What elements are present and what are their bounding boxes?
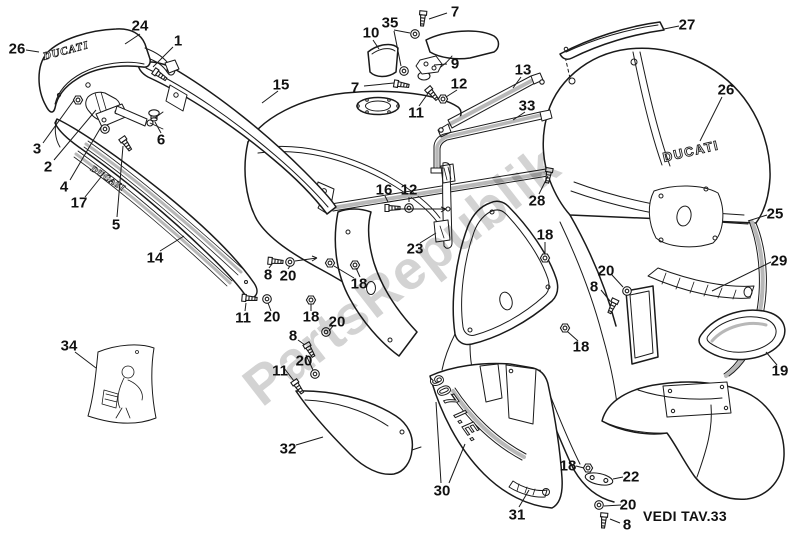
part-left-mirror bbox=[39, 29, 179, 112]
callout-13: 13 bbox=[514, 61, 532, 79]
callout-19: 19 bbox=[771, 362, 789, 380]
vedi-tav-note: VEDI TAV.33 bbox=[643, 508, 727, 524]
callout-12: 12 bbox=[400, 181, 418, 199]
callout-20: 20 bbox=[279, 267, 297, 285]
callout-10: 10 bbox=[362, 24, 380, 42]
callout-26: 26 bbox=[717, 81, 735, 99]
part-bracket-9 bbox=[416, 56, 442, 74]
part-upper-panel-15 bbox=[138, 62, 336, 214]
part-trim-19 bbox=[699, 310, 785, 359]
callout-18: 18 bbox=[302, 308, 320, 326]
part-bracket-22 bbox=[584, 471, 614, 488]
callout-11: 11 bbox=[235, 309, 251, 327]
part-bracket-23 bbox=[434, 220, 450, 242]
callout-18: 18 bbox=[572, 338, 590, 356]
callout-20: 20 bbox=[597, 262, 615, 280]
callout-34: 34 bbox=[60, 337, 78, 355]
callout-7: 7 bbox=[450, 3, 460, 21]
callout-16: 16 bbox=[375, 181, 393, 199]
callout-18: 18 bbox=[350, 275, 368, 293]
callout-20: 20 bbox=[295, 352, 313, 370]
callout-29: 29 bbox=[770, 252, 788, 270]
callout-20: 20 bbox=[328, 313, 346, 331]
callout-2: 2 bbox=[43, 158, 53, 176]
callout-18: 18 bbox=[536, 226, 554, 244]
callout-4: 4 bbox=[59, 178, 69, 196]
callout-12: 12 bbox=[450, 75, 468, 93]
callout-11: 11 bbox=[408, 104, 424, 122]
callout-14: 14 bbox=[146, 249, 164, 267]
callout-8: 8 bbox=[589, 278, 599, 296]
part-right-mirror-10 bbox=[368, 31, 499, 80]
part-lower-cowl bbox=[430, 364, 562, 509]
callout-8: 8 bbox=[263, 266, 273, 284]
fastener-set bbox=[72, 10, 632, 529]
part-sticker-34 bbox=[88, 345, 156, 423]
callout-27: 27 bbox=[678, 16, 696, 34]
callout-23: 23 bbox=[406, 240, 424, 258]
callout-24: 24 bbox=[131, 17, 149, 35]
callout-30: 30 bbox=[433, 482, 451, 500]
part-panel-32 bbox=[296, 391, 421, 474]
callout-20: 20 bbox=[263, 308, 281, 326]
part-front-fender bbox=[602, 382, 784, 499]
callout-25: 25 bbox=[766, 205, 784, 223]
part-windscreen bbox=[560, 22, 664, 59]
callout-35: 35 bbox=[381, 14, 399, 32]
callout-1: 1 bbox=[173, 32, 183, 50]
leader-lines bbox=[26, 13, 777, 523]
callout-20: 20 bbox=[619, 496, 637, 514]
callout-5: 5 bbox=[111, 216, 121, 234]
callout-3: 3 bbox=[32, 140, 42, 158]
callout-32: 32 bbox=[279, 440, 297, 458]
callout-31: 31 bbox=[508, 506, 526, 524]
part-air-duct bbox=[560, 215, 658, 414]
part-mirror-clamp bbox=[86, 92, 163, 129]
part-inner-panel-left bbox=[335, 209, 417, 356]
callout-8: 8 bbox=[622, 516, 632, 534]
callout-18: 18 bbox=[559, 457, 577, 475]
callout-33: 33 bbox=[518, 97, 536, 115]
callout-17: 17 bbox=[70, 194, 88, 212]
callout-6: 6 bbox=[156, 131, 166, 149]
part-stay-bar-13 bbox=[438, 73, 544, 137]
callout-22: 22 bbox=[622, 468, 640, 486]
callout-15: 15 bbox=[272, 76, 290, 94]
callout-11: 11 bbox=[272, 362, 288, 380]
callout-28: 28 bbox=[528, 192, 546, 210]
callout-9: 9 bbox=[450, 55, 460, 73]
callout-7: 7 bbox=[350, 79, 360, 97]
callout-26: 26 bbox=[8, 40, 26, 58]
callout-8: 8 bbox=[288, 327, 298, 345]
part-headlight-fairing bbox=[648, 186, 754, 299]
